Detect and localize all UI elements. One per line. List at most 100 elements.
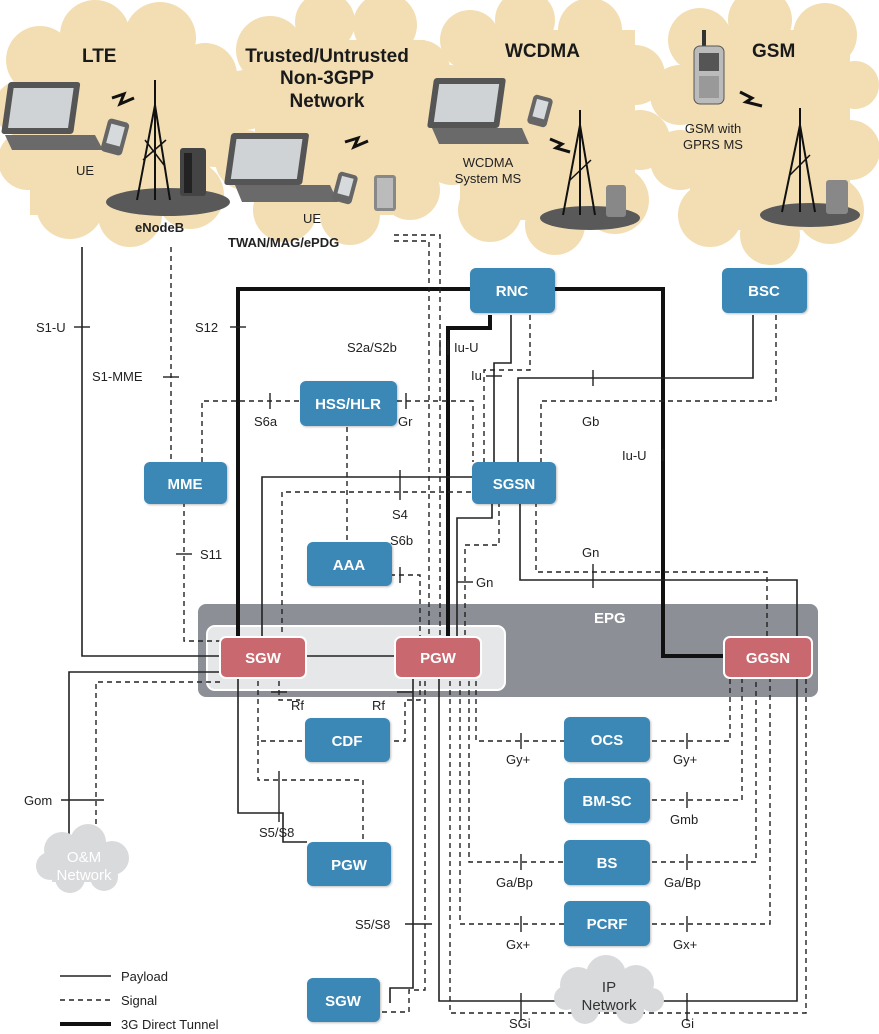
- non3gpp-laptop-icon: [224, 133, 338, 202]
- gmb-label: Gmb: [670, 812, 698, 827]
- sgw-remote-node[interactable]: SGW: [307, 978, 380, 1022]
- wcdma-laptop-icon: [427, 78, 529, 144]
- gr-label: Gr: [398, 414, 413, 429]
- non3gpp-title-1: Trusted/Untrusted: [245, 46, 409, 67]
- sgsn-label: SGSN: [493, 476, 536, 493]
- om-network-line2: Network: [56, 867, 112, 884]
- legend: Payload Signal 3G Direct Tunnel: [60, 969, 219, 1032]
- gy-left-label: Gy+: [506, 752, 530, 767]
- cdf-label: CDF: [332, 733, 363, 750]
- rf-left-label: Rf: [291, 698, 304, 713]
- ggsn-label: GGSN: [746, 650, 790, 667]
- non3gpp-signal-icon: [344, 135, 369, 150]
- aaa-label: AAA: [333, 557, 366, 574]
- s12-label: S12: [195, 320, 218, 335]
- bsc-label: BSC: [748, 283, 780, 300]
- s1mme-label: S1-MME: [92, 369, 143, 384]
- gsm-ms-2: GPRS MS: [683, 137, 743, 152]
- payload-lines: [68, 247, 798, 1003]
- sgw-remote-label: SGW: [325, 993, 362, 1010]
- gn-left-label: Gn: [476, 575, 493, 590]
- hss-hlr-node[interactable]: HSS/HLR: [300, 381, 397, 426]
- om-network-line1: O&M: [67, 849, 101, 866]
- gsm-phone-icon: [693, 30, 725, 105]
- non3gpp-cloud: [215, 0, 462, 245]
- twan-device-icon: [374, 175, 396, 211]
- gy-right-label: Gy+: [673, 752, 697, 767]
- gx-right-label: Gx+: [673, 937, 697, 952]
- rnc-node[interactable]: RNC: [470, 268, 555, 313]
- enodeb-tower-icon: [106, 80, 230, 216]
- pgw-remote-node[interactable]: PGW: [307, 842, 391, 886]
- rf-right-label: Rf: [372, 698, 385, 713]
- sgi-label: SGi: [509, 1016, 531, 1031]
- pgw-remote-label: PGW: [331, 857, 368, 874]
- ocs-node[interactable]: OCS: [564, 717, 650, 762]
- s6b-label: S6b: [390, 533, 413, 548]
- s6a-label: S6a: [254, 414, 278, 429]
- lte-ue-label: UE: [76, 163, 94, 178]
- non3gpp-title-3: Network: [290, 91, 365, 112]
- bs-label: BS: [597, 855, 618, 872]
- gn-right-label: Gn: [582, 545, 599, 560]
- sgw-node[interactable]: SGW: [219, 636, 307, 679]
- aaa-node[interactable]: AAA: [307, 542, 392, 586]
- cdf-node[interactable]: CDF: [305, 718, 390, 762]
- om-network-cloud: [36, 824, 129, 893]
- gsm-title: GSM: [752, 41, 795, 62]
- enodeb-label: eNodeB: [135, 220, 184, 235]
- sgsn-node[interactable]: SGSN: [472, 462, 556, 504]
- ga-left-label: Ga/Bp: [496, 875, 533, 890]
- bsc-node[interactable]: BSC: [722, 268, 807, 313]
- lte-title: LTE: [82, 46, 116, 67]
- s11-label: S11: [200, 547, 222, 562]
- gsm-ms-1: GSM with: [685, 121, 741, 136]
- legend-signal-label: Signal: [121, 993, 157, 1008]
- gx-left-label: Gx+: [506, 937, 530, 952]
- wcdma-signal-icon: [549, 137, 571, 154]
- twan-label: TWAN/MAG/ePDG: [228, 235, 339, 250]
- ip-network-line1: IP: [602, 979, 616, 996]
- gsm-signal-icon: [739, 90, 763, 108]
- lte-laptop-icon: [1, 82, 103, 150]
- wcdma-title: WCDMA: [505, 41, 580, 62]
- ip-network-cloud: [554, 955, 664, 1024]
- non3gpp-ue-label: UE: [303, 211, 321, 226]
- gom-label: Gom: [24, 793, 52, 808]
- iu-u-right-label: Iu-U: [622, 448, 647, 463]
- legend-tunnel-label: 3G Direct Tunnel: [121, 1017, 219, 1032]
- lte-phone-icon: [100, 118, 130, 156]
- signal-lines: [95, 234, 807, 1014]
- bs-node[interactable]: BS: [564, 840, 650, 885]
- epg-label: EPG: [594, 610, 626, 627]
- s5s8-b-label: S5/S8: [355, 917, 390, 932]
- pcrf-node[interactable]: PCRF: [564, 901, 650, 946]
- interface-ticks: [61, 326, 688, 1021]
- bmsc-label: BM-SC: [582, 793, 631, 810]
- pgw-label: PGW: [420, 650, 457, 667]
- wcdma-phone-icon: [527, 94, 553, 128]
- legend-payload-label: Payload: [121, 969, 168, 984]
- sgw-label: SGW: [245, 650, 282, 667]
- rnc-label: RNC: [496, 283, 529, 300]
- wcdma-tower-icon: [540, 110, 640, 230]
- s2a-label: S2a/S2b: [347, 340, 397, 355]
- ggsn-node[interactable]: GGSN: [723, 636, 813, 679]
- wcdma-ms-2: System MS: [455, 171, 522, 186]
- s5s8-a-label: S5/S8: [259, 825, 294, 840]
- mme-label: MME: [168, 476, 203, 493]
- interface-labels: S1-U S12 S2a/S2b Iu-U Iu S1-MME S6a Gr G…: [24, 320, 701, 1031]
- mme-node[interactable]: MME: [144, 462, 227, 504]
- gb-label: Gb: [582, 414, 599, 429]
- iu-label: Iu: [471, 368, 482, 383]
- bmsc-node[interactable]: BM-SC: [564, 778, 650, 823]
- pcrf-label: PCRF: [587, 916, 628, 933]
- gi-label: Gi: [681, 1016, 694, 1031]
- hss-label: HSS/HLR: [315, 396, 381, 413]
- iu-u-top-label: Iu-U: [454, 340, 479, 355]
- s1u-label: S1-U: [36, 320, 66, 335]
- wcdma-ms-1: WCDMA: [463, 155, 514, 170]
- ga-right-label: Ga/Bp: [664, 875, 701, 890]
- pgw-node[interactable]: PGW: [394, 636, 482, 679]
